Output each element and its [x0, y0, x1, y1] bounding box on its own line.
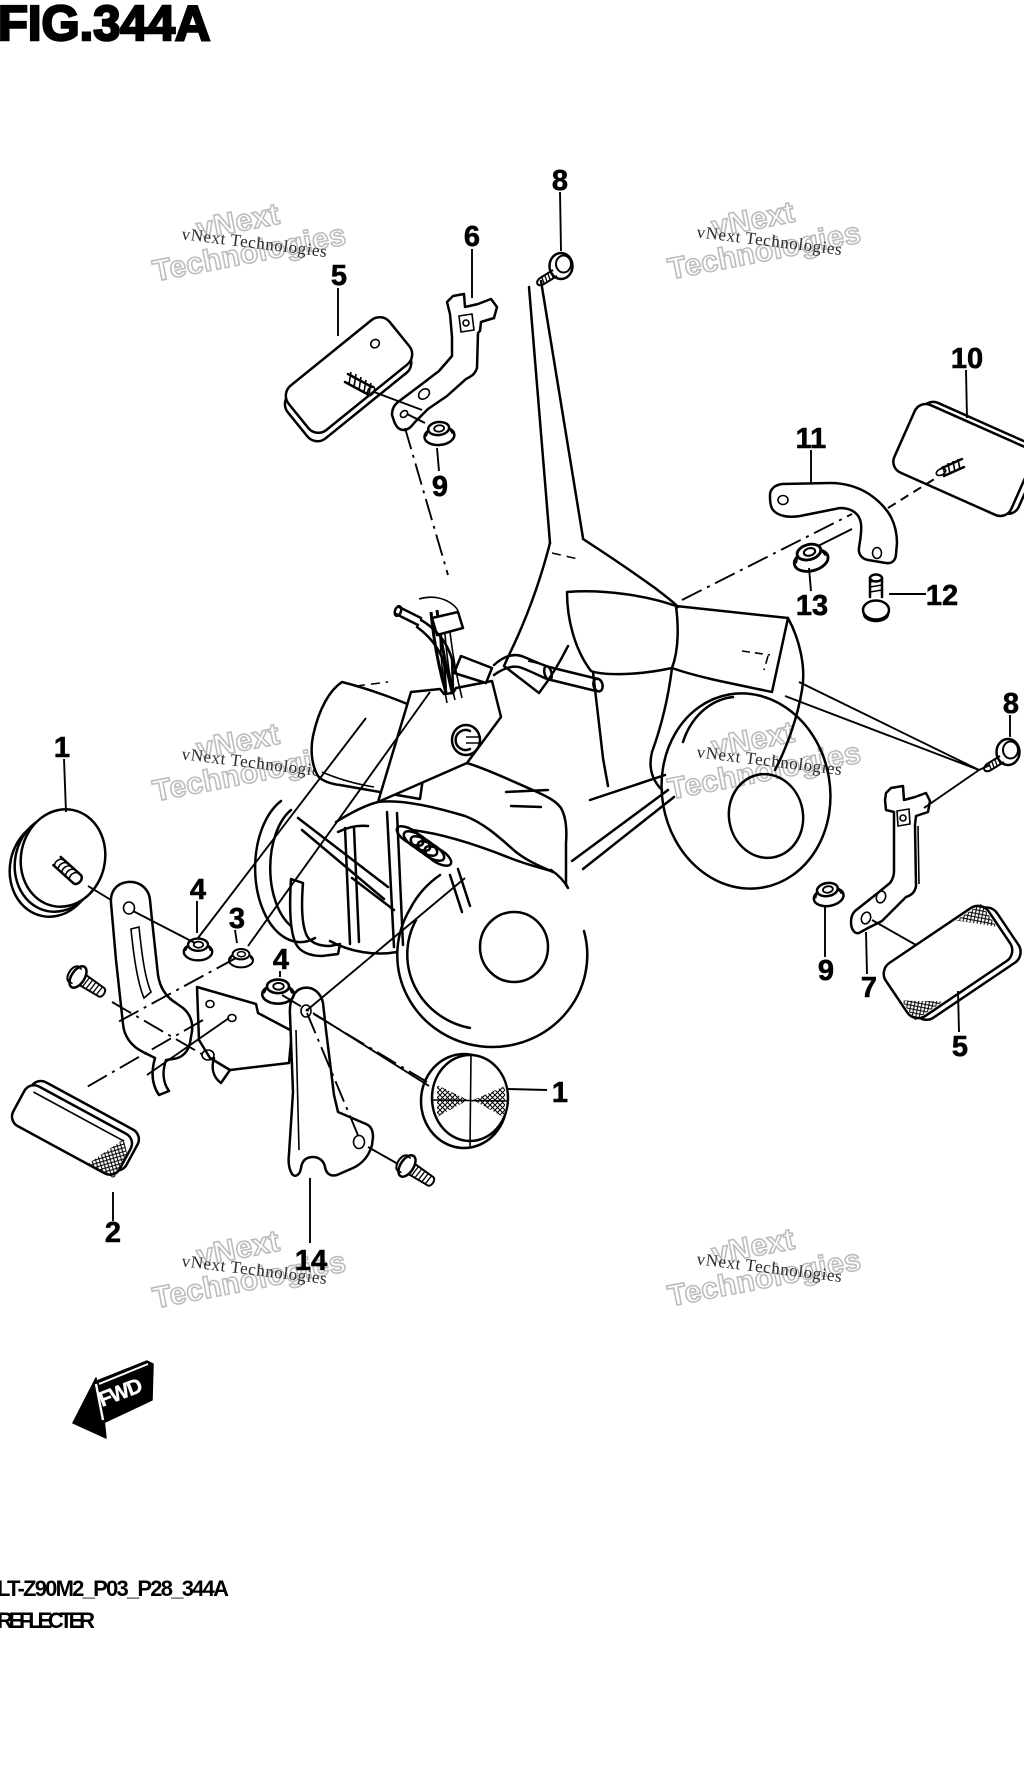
svg-text:9: 9	[432, 471, 448, 503]
svg-text:10: 10	[951, 343, 983, 375]
svg-text:5: 5	[952, 1031, 968, 1063]
svg-text:1: 1	[552, 1077, 568, 1109]
svg-text:8: 8	[1003, 688, 1019, 720]
svg-text:14: 14	[295, 1245, 327, 1277]
svg-text:12: 12	[926, 580, 958, 612]
svg-text:REFLECTER: REFLECTER	[0, 1608, 95, 1633]
svg-text:2: 2	[105, 1217, 121, 1249]
svg-text:11: 11	[796, 423, 827, 455]
svg-text:LT-Z90M2_P03_P28_344A: LT-Z90M2_P03_P28_344A	[0, 1576, 229, 1601]
svg-text:1: 1	[54, 732, 70, 764]
svg-text:5: 5	[331, 260, 347, 292]
svg-text:9: 9	[818, 955, 834, 987]
svg-text:4: 4	[190, 874, 206, 906]
svg-text:FIG.344A: FIG.344A	[0, 0, 210, 51]
svg-text:3: 3	[229, 903, 245, 935]
svg-text:6: 6	[464, 221, 480, 253]
svg-text:8: 8	[552, 165, 568, 197]
svg-text:13: 13	[796, 590, 828, 622]
svg-text:7: 7	[861, 972, 877, 1004]
svg-text:4: 4	[273, 944, 289, 976]
